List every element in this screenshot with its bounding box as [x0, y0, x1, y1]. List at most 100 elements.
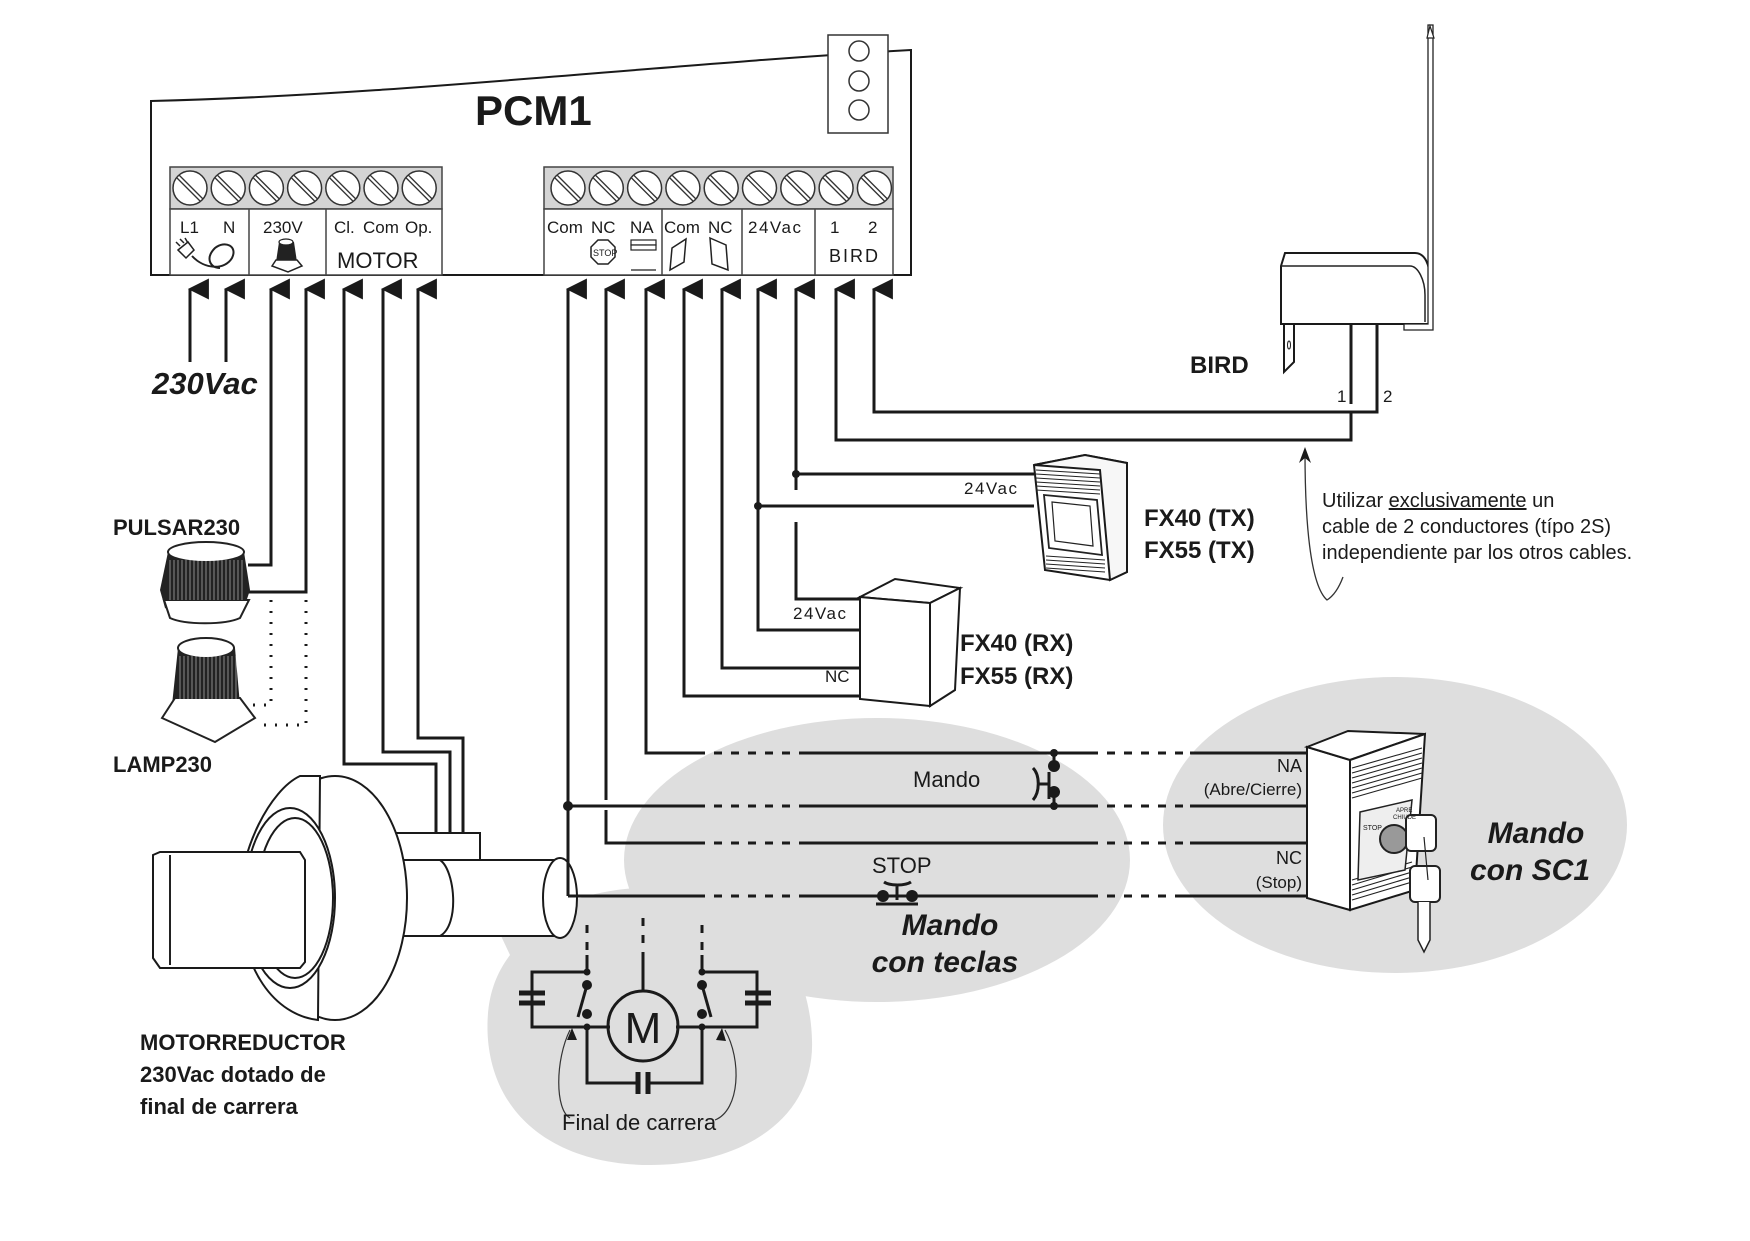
wire-24vac-2-lower: [794, 522, 864, 601]
terminal-screw-icon: [741, 170, 778, 206]
pulsar-label: PULSAR230: [113, 515, 240, 540]
power-label: 230Vac: [151, 366, 258, 401]
terminal-screw-icon: [818, 170, 854, 206]
bird-note-line3: independiente par los otros cables.: [1322, 542, 1632, 564]
terminal-block-left: L1 N 230V Cl. Com Op. MOTOR: [169, 166, 443, 276]
terminal-screw-icon: [703, 170, 739, 206]
motor-section-label: MOTOR: [337, 248, 418, 273]
terminal-screw-icon: [210, 170, 246, 206]
led-icon: [848, 40, 870, 62]
wire-nc-2: [719, 278, 864, 670]
rx-contact-label: NC: [825, 667, 850, 686]
led-icon: [848, 99, 870, 121]
control-lines: [697, 751, 1308, 898]
svg-text:STOP: STOP: [1363, 825, 1382, 832]
rx-label-line2: FX55 (RX): [960, 663, 1073, 690]
led-icon: [848, 70, 870, 92]
svg-text:CHIUDE: CHIUDE: [1393, 815, 1416, 821]
photocell-tx-illustration: [1032, 453, 1128, 582]
nc-sublabel: (Stop): [1256, 873, 1302, 892]
wire-lamp-1: [248, 278, 290, 567]
wire-com-2: [681, 278, 864, 698]
terminal-label-230v: 230V: [263, 218, 303, 237]
terminal-label-nc-2: NC: [708, 218, 733, 237]
callout-arrow: [1304, 451, 1344, 601]
bird-label: BIRD: [1190, 352, 1249, 379]
terminal-screw-icon: [363, 170, 399, 206]
wire-nc-1-lower: [604, 810, 697, 845]
motor-label-line1: MOTORREDUCTOR: [140, 1030, 346, 1055]
wire-bird-1: [833, 278, 1353, 442]
nc-label: NC: [1276, 848, 1302, 868]
tx-label-line1: FX40 (TX): [1144, 505, 1255, 532]
antenna-icon: [1403, 24, 1434, 331]
terminal-label-na: NA: [630, 218, 654, 237]
lamp230-icon: [160, 637, 257, 744]
terminal-label-24vac: 24Vac: [748, 218, 802, 237]
bird-section-label: BIRD: [829, 246, 880, 266]
terminal-screw-icon: [665, 170, 701, 206]
stop-sign-icon: STOP: [590, 239, 617, 265]
rx-label-line1: FX40 (RX): [960, 630, 1073, 657]
sc1-title-line1: Mando: [1488, 817, 1585, 850]
stop-label: STOP: [872, 853, 932, 878]
motor-label-line3: final de carrera: [140, 1094, 299, 1119]
motor-label-line2: 230Vac dotado de: [140, 1062, 326, 1087]
bird-pin2-label: 2: [1383, 387, 1392, 406]
command-button-symbol: [1031, 749, 1060, 810]
pulsar-lamp-icon: [160, 541, 251, 625]
limit-switch-schematic: M: [519, 918, 771, 1121]
limit-switch-label: Final de carrera: [562, 1110, 717, 1135]
wire-motor-com: [380, 278, 452, 833]
photocell-rx-illustration: [856, 577, 964, 708]
wire-bird-2: [871, 278, 1379, 414]
power-plug-icon: [175, 237, 235, 269]
terminal-screw-icon: [286, 170, 323, 206]
na-sublabel: (Abre/Cierre): [1204, 780, 1302, 799]
wire-motor-cl: [341, 278, 438, 833]
terminal-label-bird-1: 1: [830, 218, 839, 237]
wire-motor-op: [415, 278, 465, 833]
right-wires: [563, 278, 1379, 898]
terminal-label-com-2: Com: [664, 218, 700, 237]
tx-power-label: 24Vac: [964, 479, 1018, 498]
keypad-title-line1: Mando: [902, 909, 999, 942]
keypad-title-line2: con teclas: [872, 946, 1019, 979]
wire-lamp-2: [248, 278, 325, 594]
wire-lamp-dotted-1: [252, 600, 273, 707]
tx-label-line2: FX55 (TX): [1144, 537, 1255, 564]
terminal-screw-icon: [172, 170, 208, 206]
left-wires: [187, 278, 465, 833]
terminal-screw-icon: [626, 170, 663, 206]
keypad-bubble: [624, 718, 1130, 1002]
sc1-title-line2: con SC1: [1470, 854, 1590, 887]
stop-button-symbol: [876, 880, 918, 906]
wire-24vac-1: [755, 278, 864, 632]
terminal-label-com: Com: [363, 218, 399, 237]
terminal-screw-icon: [780, 170, 816, 206]
bird-pin1-label: 1: [1337, 387, 1346, 406]
lamp-label: LAMP230: [113, 752, 212, 777]
pcm1-board: PCM1 L1 N 230V Cl. Com Op. MOTOR: [150, 34, 912, 276]
terminal-screw-icon: [401, 170, 437, 206]
bird-receiver-illustration: [1280, 23, 1435, 375]
terminal-screw-icon: [588, 170, 625, 206]
svg-text:APRE: APRE: [1396, 808, 1412, 814]
terminal-screw-icon: [325, 170, 361, 206]
callout-arrowhead-icon: [1299, 447, 1311, 463]
push-button-icon: [630, 239, 657, 271]
bird-note-line2: cable de 2 conductores (típo 2S): [1322, 516, 1611, 538]
terminal-label-nc-1: NC: [591, 218, 616, 237]
terminal-block-right: Com NC NA Com NC 24Vac 1 2 BIRD STOP: [543, 166, 894, 276]
terminal-label-com-1: Com: [547, 218, 583, 237]
wire-lamp-dotted-2: [260, 600, 308, 727]
led-window: [827, 34, 889, 134]
terminal-screw-icon: [856, 170, 893, 206]
command-label: Mando: [913, 767, 980, 792]
rx-power-label: 24Vac: [793, 604, 847, 623]
terminal-label-op: Op.: [405, 218, 432, 237]
na-label: NA: [1277, 756, 1302, 776]
photocell-rx-icon: [709, 236, 729, 272]
motor-symbol-circle: [606, 989, 680, 1063]
